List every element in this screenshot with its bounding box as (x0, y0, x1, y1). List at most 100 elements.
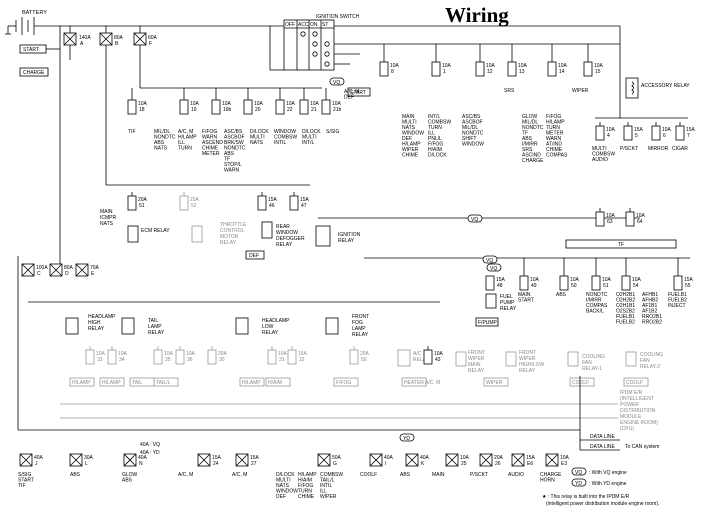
svg-text:MIL/DL: MIL/DL (462, 125, 478, 131)
svg-text:ECM RELAY: ECM RELAY (141, 228, 170, 234)
fpump-box (475, 317, 499, 327)
svg-text:10A: 10A (606, 127, 616, 133)
svg-text:26: 26 (495, 461, 501, 467)
rear-window-relay: REAR WINDOW DEFOGGER RELAY (261, 221, 305, 248)
svg-text:COOLF: COOLF (360, 472, 377, 478)
tail-lamp-relay: TAIL LAMP RELAY (121, 317, 165, 336)
svg-text:A/C, M: A/C, M (344, 89, 359, 95)
svg-text:L: L (85, 461, 88, 467)
top-fuse-b: 80A B (99, 32, 124, 47)
svg-text:: With YD engine: : With YD engine (589, 481, 627, 487)
svg-text:AFHB2: AFHB2 (642, 298, 658, 304)
bottom-loads-12: AUDIO (508, 472, 524, 478)
svg-text:CHIME: CHIME (402, 153, 419, 159)
svg-text:10A: 10A (594, 63, 604, 69)
ign-loads-5: GLOWMIL/DLNONDTCTFABSI/MIRRSRSASCINDCHAR… (522, 114, 544, 164)
svg-text:G: G (333, 461, 337, 467)
svg-text:RELAY: RELAY (413, 357, 430, 363)
svg-text:VQ: VQ (490, 266, 497, 272)
svg-text:18: 18 (139, 107, 145, 113)
svg-text:F/PUMP: F/PUMP (478, 320, 498, 326)
svg-text:H/LAMP: H/LAMP (402, 142, 421, 148)
svg-text:40A: 40A (384, 455, 394, 461)
svg-text:WIPER: WIPER (320, 494, 337, 500)
svg-text:COMBSW: COMBSW (320, 472, 343, 478)
svg-text:ASCEND: ASCEND (202, 140, 223, 146)
svg-text:MIL/DL: MIL/DL (522, 120, 538, 126)
svg-text:I: I (385, 461, 386, 467)
svg-text:N: N (139, 461, 143, 467)
def-box (245, 250, 265, 260)
hl-load-0: H/LAMP (69, 377, 95, 387)
svg-text:RELAY: RELAY (338, 238, 355, 244)
svg-text:MULTI: MULTI (592, 146, 607, 152)
svg-text:40A: 40A (420, 455, 430, 461)
svg-text:64: 64 (637, 219, 643, 225)
svg-text:51: 51 (603, 283, 609, 289)
svg-text:FOG: FOG (352, 320, 363, 326)
svg-text:J: J (35, 461, 38, 467)
vq-tag-fuelpump (486, 263, 502, 272)
svg-text:H/LAMP: H/LAMP (242, 380, 261, 386)
svg-text:CHARGE: CHARGE (540, 472, 562, 478)
svg-text:GLOW: GLOW (522, 114, 538, 120)
svg-text:33: 33 (97, 357, 103, 363)
hl-load-3: TAIL (129, 377, 155, 387)
svg-text:RELAY: RELAY (148, 330, 165, 336)
yd-tag-bottom (399, 433, 415, 442)
svg-text:ASCBOF: ASCBOF (462, 120, 483, 126)
acc-loads-0: TIF (128, 129, 136, 135)
svg-text:OFF: OFF (285, 22, 295, 28)
svg-text:ST: ST (322, 22, 328, 28)
svg-text:VQ: VQ (471, 217, 478, 223)
bottom-yd-note: 40A : YD (140, 450, 160, 456)
svg-text:VQ: VQ (486, 258, 493, 264)
hl-load-8: WIPER (483, 377, 509, 387)
svg-text:4: 4 (607, 133, 610, 139)
svg-text:SRS: SRS (504, 88, 515, 94)
svg-text:S/SIG: S/SIG (326, 129, 339, 135)
hl-load-9: COOLF (569, 377, 595, 387)
svg-text:VQ: VQ (333, 80, 340, 86)
svg-text:RELAY: RELAY (276, 242, 293, 248)
svg-text:NATS: NATS (100, 221, 114, 227)
svg-text:TURN: TURN (178, 146, 192, 152)
svg-text:WIPER: WIPER (402, 147, 419, 153)
svg-text:WIPER: WIPER (486, 380, 503, 386)
svg-text:TIF: TIF (128, 129, 136, 135)
bottom-loads-3: A/C, M (178, 472, 193, 478)
svg-text:DEF: DEF (249, 253, 259, 259)
svg-text:15A: 15A (684, 277, 694, 283)
svg-text:60A: 60A (148, 35, 158, 41)
svg-text:CHIME: CHIME (202, 146, 219, 152)
svg-text:COOLING: COOLING (582, 354, 605, 360)
svg-text:30A: 30A (84, 455, 94, 461)
svg-text:63: 63 (607, 219, 613, 225)
svg-text:80A: 80A (114, 35, 124, 41)
svg-text:SRS: SRS (522, 147, 533, 153)
svg-text:MULTI: MULTI (250, 135, 265, 141)
svg-text:ILL: ILL (428, 131, 435, 137)
svg-text:FAN: FAN (582, 360, 592, 366)
svg-text:D/LOCK: D/LOCK (250, 129, 269, 135)
headlamp-fuse-row: 10A3310A3410A3510A3620A3010A3115A3220A59… (85, 346, 444, 365)
svg-text:WINDOW: WINDOW (274, 129, 296, 135)
bottom-vq-note: 40A : VQ (140, 442, 160, 448)
battery-label: BATTERY (22, 10, 47, 16)
svg-text:7: 7 (687, 133, 690, 139)
svg-text:10A: 10A (560, 455, 570, 461)
